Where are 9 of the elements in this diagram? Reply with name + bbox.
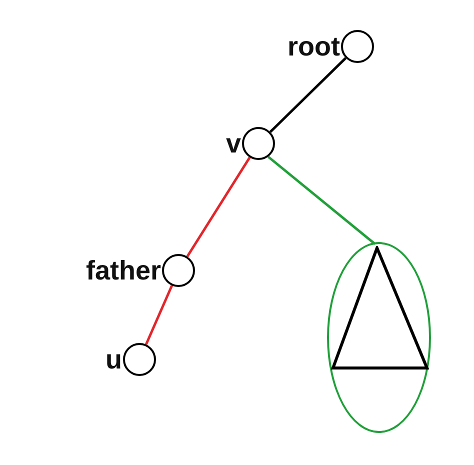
node-label: father bbox=[86, 255, 161, 286]
tree-edge bbox=[186, 156, 251, 258]
tree-edge bbox=[144, 285, 174, 345]
tree-edge bbox=[267, 156, 376, 245]
tree-edge bbox=[269, 57, 347, 133]
node-label: v bbox=[226, 128, 241, 159]
subtree-ellipse bbox=[327, 242, 431, 433]
node-label: u bbox=[106, 344, 122, 375]
node-label: root bbox=[288, 31, 340, 62]
